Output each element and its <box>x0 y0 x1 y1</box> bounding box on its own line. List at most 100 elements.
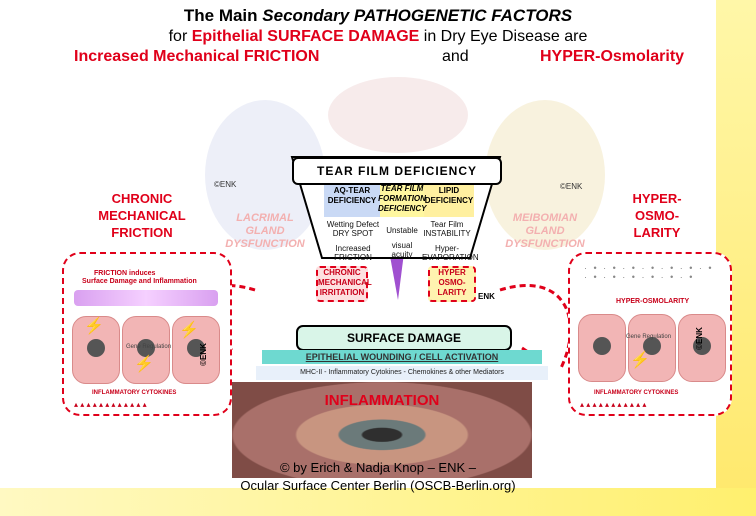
hyper-box-2: OSMO- <box>438 278 466 287</box>
title-block: The Main Secondary PATHOGENETIC FACTORS … <box>0 6 756 68</box>
right-curve-arrow <box>499 284 572 371</box>
lipid-bg <box>424 183 474 217</box>
center-enk-mid: ENK <box>478 292 495 301</box>
meibomian-line1: MEIBOMIAN <box>512 212 578 224</box>
lipid-sub-4: EVAPORATION <box>422 253 479 262</box>
chronic-box-2: MECHANICAL <box>318 278 372 287</box>
left-nucleus-3 <box>187 339 205 357</box>
lacrimal-label: LACRIMAL GLAND DYSFUNCTION <box>222 212 308 251</box>
tear-formation-line1: TEAR FILM <box>380 184 424 193</box>
right-heading-line2: OSMO- <box>634 208 680 223</box>
aq-tear-col: AQ-TEAR DEFICIENCY <box>324 186 380 206</box>
aq-sub-4: FRICTION <box>334 253 372 262</box>
hyper-box-1: HYPER <box>438 268 466 277</box>
friction-arrow-band <box>74 290 218 306</box>
inflammation-label: INFLAMMATION <box>324 392 440 409</box>
right-gene-regulation: Gene Regulation <box>626 334 672 340</box>
surface-damage-box: SURFACE DAMAGE <box>296 325 512 351</box>
left-cell-row <box>72 316 222 386</box>
right-nucleus-2 <box>643 337 661 355</box>
lacrimal-line3: DYSFUNCTION <box>225 238 305 250</box>
right-cell-2 <box>628 314 676 382</box>
title-text-b: Secondary PATHOGENETIC FACTORS <box>262 6 573 25</box>
left-heading-line3: FRICTION <box>111 225 173 240</box>
lipid-sub-2: INSTABILITY <box>423 229 471 238</box>
left-heading: CHRONIC MECHANICAL FRICTION <box>82 190 202 241</box>
formation-sub-3: acuity <box>391 250 413 259</box>
left-gene-regulation: Gene Regulation <box>126 344 172 350</box>
title-hyperosmolarity: HYPER-Osmolarity <box>540 48 685 65</box>
aq-tear-line1: AQ-TEAR <box>333 186 371 195</box>
aq-sub-3: Increased <box>335 244 371 253</box>
right-cytokines: INFLAMMATORY CYTOKINES <box>594 390 679 396</box>
title-line-1: The Main Secondary PATHOGENETIC FACTORS <box>0 6 756 26</box>
left-cell-2 <box>122 316 170 384</box>
friction-induces-label: FRICTION induces <box>94 270 156 277</box>
right-enk: ©ENK <box>694 327 704 350</box>
lacrimal-line1: LACRIMAL <box>236 212 294 224</box>
aq-sub: Wetting Defect DRY SPOT Increased FRICTI… <box>326 220 380 262</box>
left-nucleus-1 <box>87 339 105 357</box>
lipid-line2: DEFICIENCY <box>424 196 474 205</box>
aq-sub-1: Wetting Defect <box>326 220 380 229</box>
epithelial-wounding-bar: EPITHELIAL WOUNDING / CELL ACTIVATION <box>262 350 542 364</box>
meibomian-label: MEIBOMIAN GLAND DYSFUNCTION <box>500 212 590 251</box>
damage-inflammation-label: Surface Damage and Inflammation <box>82 278 197 285</box>
right-cell-1 <box>578 314 626 382</box>
aq-tear-bg <box>324 183 380 217</box>
left-bolt-1: ⚡ <box>84 318 104 335</box>
tear-formation-col: TEAR FILM FORMATION DEFICIENCY <box>378 184 426 214</box>
chronic-box-1: CHRONIC <box>323 268 361 277</box>
top-eye-shape <box>328 77 468 153</box>
right-bolt-1: ⚡ <box>630 352 650 369</box>
right-nucleus-1 <box>593 337 611 355</box>
tear-film-deficiency-box: TEAR FILM DEFICIENCY <box>292 157 502 185</box>
aq-tear-line2: DEFICIENCY <box>327 196 377 205</box>
left-heading-line1: CHRONIC <box>111 191 173 206</box>
right-nucleus-3 <box>693 337 711 355</box>
center-enk-left: ©ENK <box>214 180 237 189</box>
title-line-2: for Epithelial SURFACE DAMAGE in Dry Eye… <box>0 28 756 46</box>
right-cytokine-dots: ▴ ▴ ▴ ▴ ▴ ▴ ▴ ▴ ▴ ▴ ▴ <box>580 400 647 409</box>
chronic-irritation-box: CHRONIC MECHANICAL IRRITATION <box>316 266 372 302</box>
lacrimal-line2: GLAND <box>245 225 285 237</box>
friction-panel: FRICTION induces Surface Damage and Infl… <box>62 252 232 416</box>
right-heading-line3: LARITY <box>633 225 681 240</box>
meibomian-gland-shape <box>485 100 605 250</box>
title-and: and <box>442 48 469 65</box>
title-friction: Increased Mechanical FRICTION <box>74 48 320 65</box>
formation-sub-1: Unstable <box>386 226 418 235</box>
hyper-osmolarity-box: HYPER OSMO- LARITY <box>428 266 476 302</box>
left-cytokine-dots: ▴ ▴ ▴ ▴ ▴ ▴ ▴ ▴ ▴ ▴ ▴ ▴ <box>74 400 147 409</box>
left-heading-line2: MECHANICAL <box>98 208 186 223</box>
left-enk: ©ENK <box>198 343 208 366</box>
formation-sub: Unstable visual acuity <box>382 226 422 259</box>
right-heading-line1: HYPER- <box>632 191 682 206</box>
lipid-col: LIPID DEFICIENCY <box>424 186 474 206</box>
left-cell-3 <box>172 316 220 384</box>
inflamed-eye-image <box>232 382 532 478</box>
meibomian-line3: DYSFUNCTION <box>505 238 585 250</box>
aq-sub-2: DRY SPOT <box>332 229 374 238</box>
mhc-mediators-bar: MHC-II - Inflammatory Cytokines - Chemok… <box>256 366 548 380</box>
meibomian-line2: GLAND <box>525 225 565 237</box>
title-text-c: for <box>168 28 192 45</box>
osmolarity-panel: · • · • · • · • · • · • · • · • · • · • … <box>568 252 732 416</box>
left-bolt-2: ⚡ <box>134 356 154 373</box>
right-hyper-osmolarity: HYPER-OSMOLARITY <box>616 298 690 305</box>
title-text-e: in Dry Eye Disease are <box>419 28 588 45</box>
lipid-sub-3: Hyper- <box>434 244 459 253</box>
title-line-3: Increased Mechanical FRICTION and HYPER-… <box>0 48 756 68</box>
lipid-line1: LIPID <box>438 186 460 195</box>
lipid-sub: Tear Film INSTABILITY Hyper- EVAPORATION <box>422 220 479 262</box>
center-enk-right: ©ENK <box>560 182 583 191</box>
title-text-d: Epithelial SURFACE DAMAGE <box>191 28 420 45</box>
yellow-bottom-band <box>0 488 756 516</box>
credit-line-1: © by Erich & Nadja Knop – ENK – <box>279 460 476 475</box>
osmolarity-particles: · • · • · • · • · • · • · • · • · • · • … <box>584 264 714 282</box>
lipid-sub-1: Tear Film <box>430 220 464 229</box>
left-nucleus-2 <box>137 339 155 357</box>
formation-sub-2: visual <box>391 241 413 250</box>
right-cell-row <box>578 314 726 384</box>
tear-film-formation-bg <box>380 183 424 217</box>
